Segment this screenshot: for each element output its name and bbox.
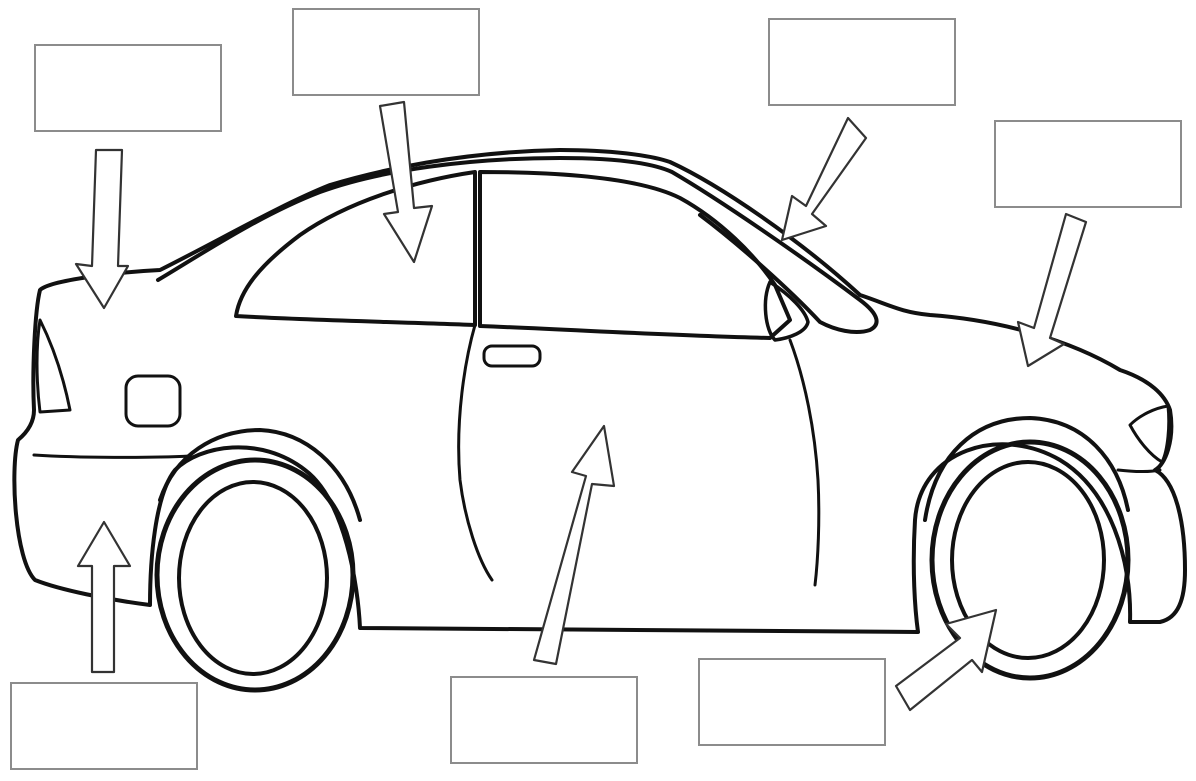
label-box-wheel[interactable] [698, 658, 886, 746]
door-handle [484, 346, 540, 366]
car-body [14, 150, 1185, 690]
body-outline [14, 150, 1185, 632]
tail-light [37, 320, 70, 412]
label-box-rear-bumper[interactable] [10, 682, 198, 770]
arrow-down-icon [76, 150, 128, 308]
front-window [480, 172, 790, 338]
fuel-cap [126, 376, 180, 426]
rear-tire [157, 460, 353, 690]
headlight [1130, 406, 1169, 462]
label-box-rear-roof[interactable] [34, 44, 222, 132]
rear-wheel-arch [160, 430, 360, 520]
roof-frame [158, 158, 877, 332]
front-bumper-line [1118, 470, 1160, 472]
rear-bumper-line [34, 455, 190, 457]
rear-rim [179, 482, 327, 674]
arrow-up-icon [78, 522, 130, 672]
label-box-door[interactable] [450, 676, 638, 764]
arrow-up-right-icon [896, 610, 996, 710]
rear-window [236, 172, 475, 325]
arrow-down-icon [1018, 214, 1086, 366]
door-line-front [790, 340, 819, 585]
front-wheel-arch [925, 418, 1128, 520]
label-box-rear-window[interactable] [292, 8, 480, 96]
label-box-windshield[interactable] [768, 18, 956, 106]
label-box-hood[interactable] [994, 120, 1182, 208]
arrow-down-left-icon [782, 118, 866, 240]
